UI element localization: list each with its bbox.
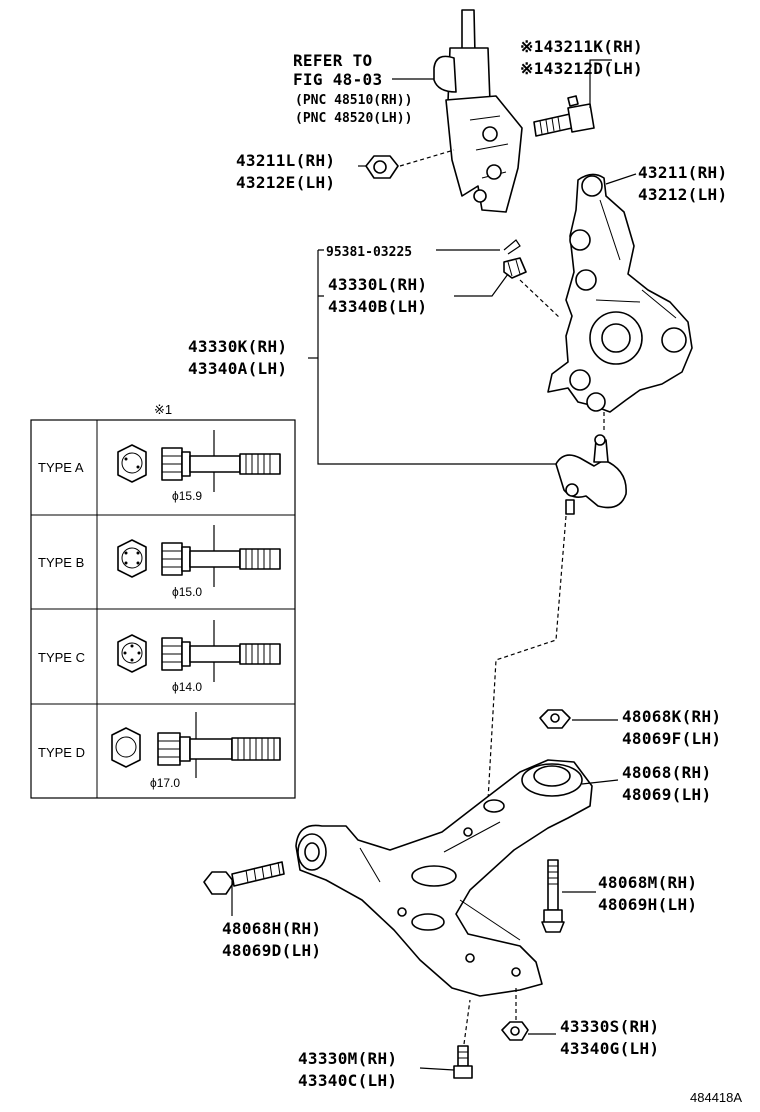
table-note: ※1 — [154, 402, 172, 417]
table-row: TYPE A ϕ15.9 — [38, 430, 281, 503]
type-a-label: TYPE A — [38, 460, 84, 475]
arm-label-lh: 48069(LH) — [622, 785, 711, 804]
refer-line-4: (PNC 48520(LH)) — [295, 111, 412, 126]
castle-nut-label-lh: 43340B(LH) — [328, 297, 427, 316]
arm-hbolt-label-rh: 48068H(RH) — [222, 919, 321, 938]
bj-bolt-label-lh: 43340C(LH) — [298, 1071, 397, 1090]
refer-line-1: REFER TO — [293, 51, 372, 70]
ball-joint-label-rh: 43330K(RH) — [188, 337, 287, 356]
bolt-side-view-icon — [161, 620, 281, 682]
bolt-label-rh: ※143211K(RH) — [520, 37, 643, 56]
arm-horizontal-bolt-icon — [203, 861, 285, 895]
ball-joint-nut-icon — [501, 986, 529, 1041]
bj-bolt-label-rh: 43330M(RH) — [298, 1049, 397, 1068]
bolt-side-view-icon — [161, 525, 281, 587]
type-a-diameter: ϕ15.9 — [172, 489, 202, 503]
bolt-side-view-icon — [157, 712, 281, 778]
arm-vbolt-label-rh: 48068M(RH) — [598, 873, 697, 892]
cotter-pin-label: 95381-03225 — [326, 245, 412, 260]
type-b-diameter: ϕ15.0 — [172, 585, 202, 599]
steering-knuckle-icon — [547, 173, 693, 413]
arm-nut-icon — [539, 709, 571, 729]
bolt-end-view-icon — [117, 444, 147, 483]
knuckle-label-rh: 43211(RH) — [638, 163, 727, 182]
arm-nut-label-rh: 48068K(RH) — [622, 707, 721, 726]
bj-nut-label-lh: 43340G(LH) — [560, 1039, 659, 1058]
ball-joint-bolt-icon — [453, 999, 473, 1079]
bolt-end-view-icon — [111, 727, 141, 768]
type-c-diameter: ϕ14.0 — [172, 680, 202, 694]
arm-vbolt-label-lh: 48069H(LH) — [598, 895, 697, 914]
strut-bolt-icon — [533, 95, 595, 137]
ball-joint-label-lh: 43340A(LH) — [188, 359, 287, 378]
bolt-type-table: ※1 TYPE A ϕ15.9 — [30, 402, 296, 799]
bolt-label-lh: ※143212D(LH) — [520, 59, 643, 78]
cotter-pin-icon — [503, 239, 521, 255]
table-row: TYPE C ϕ14.0 — [38, 620, 281, 694]
arm-hbolt-label-lh: 48069D(LH) — [222, 941, 321, 960]
lower-arm-icon — [295, 759, 593, 997]
arm-vertical-bolt-icon — [541, 859, 565, 933]
knuckle-label-lh: 43212(LH) — [638, 185, 727, 204]
strut-assembly — [433, 9, 523, 213]
bolt-end-view-icon — [117, 634, 147, 673]
table-row: TYPE D ϕ17.0 — [38, 712, 281, 790]
castle-nut-label-rh: 43330L(RH) — [328, 275, 427, 294]
refer-line-3: (PNC 48510(RH)) — [295, 93, 412, 108]
type-b-label: TYPE B — [38, 555, 84, 570]
nut-label-lh: 43212E(LH) — [236, 173, 335, 192]
bj-nut-label-rh: 43330S(RH) — [560, 1017, 659, 1036]
type-d-diameter: ϕ17.0 — [150, 776, 180, 790]
leader-lines — [231, 59, 637, 1071]
bolt-end-view-icon — [117, 539, 147, 578]
arm-nut-label-lh: 48069F(LH) — [622, 729, 721, 748]
type-d-label: TYPE D — [38, 745, 85, 760]
figure-id: 484418A — [690, 1090, 742, 1105]
type-c-label: TYPE C — [38, 650, 85, 665]
arm-label-rh: 48068(RH) — [622, 763, 711, 782]
ball-joint-icon — [487, 412, 627, 801]
part-labels: REFER TO FIG 48-03 (PNC 48510(RH)) (PNC … — [188, 37, 742, 1105]
bolt-side-view-icon — [161, 430, 281, 492]
refer-line-2: FIG 48-03 — [293, 70, 382, 89]
nut-label-rh: 43211L(RH) — [236, 151, 335, 170]
table-row: TYPE B ϕ15.0 — [38, 525, 281, 599]
castle-nut-icon — [503, 257, 561, 319]
strut-nut-icon — [365, 149, 455, 179]
